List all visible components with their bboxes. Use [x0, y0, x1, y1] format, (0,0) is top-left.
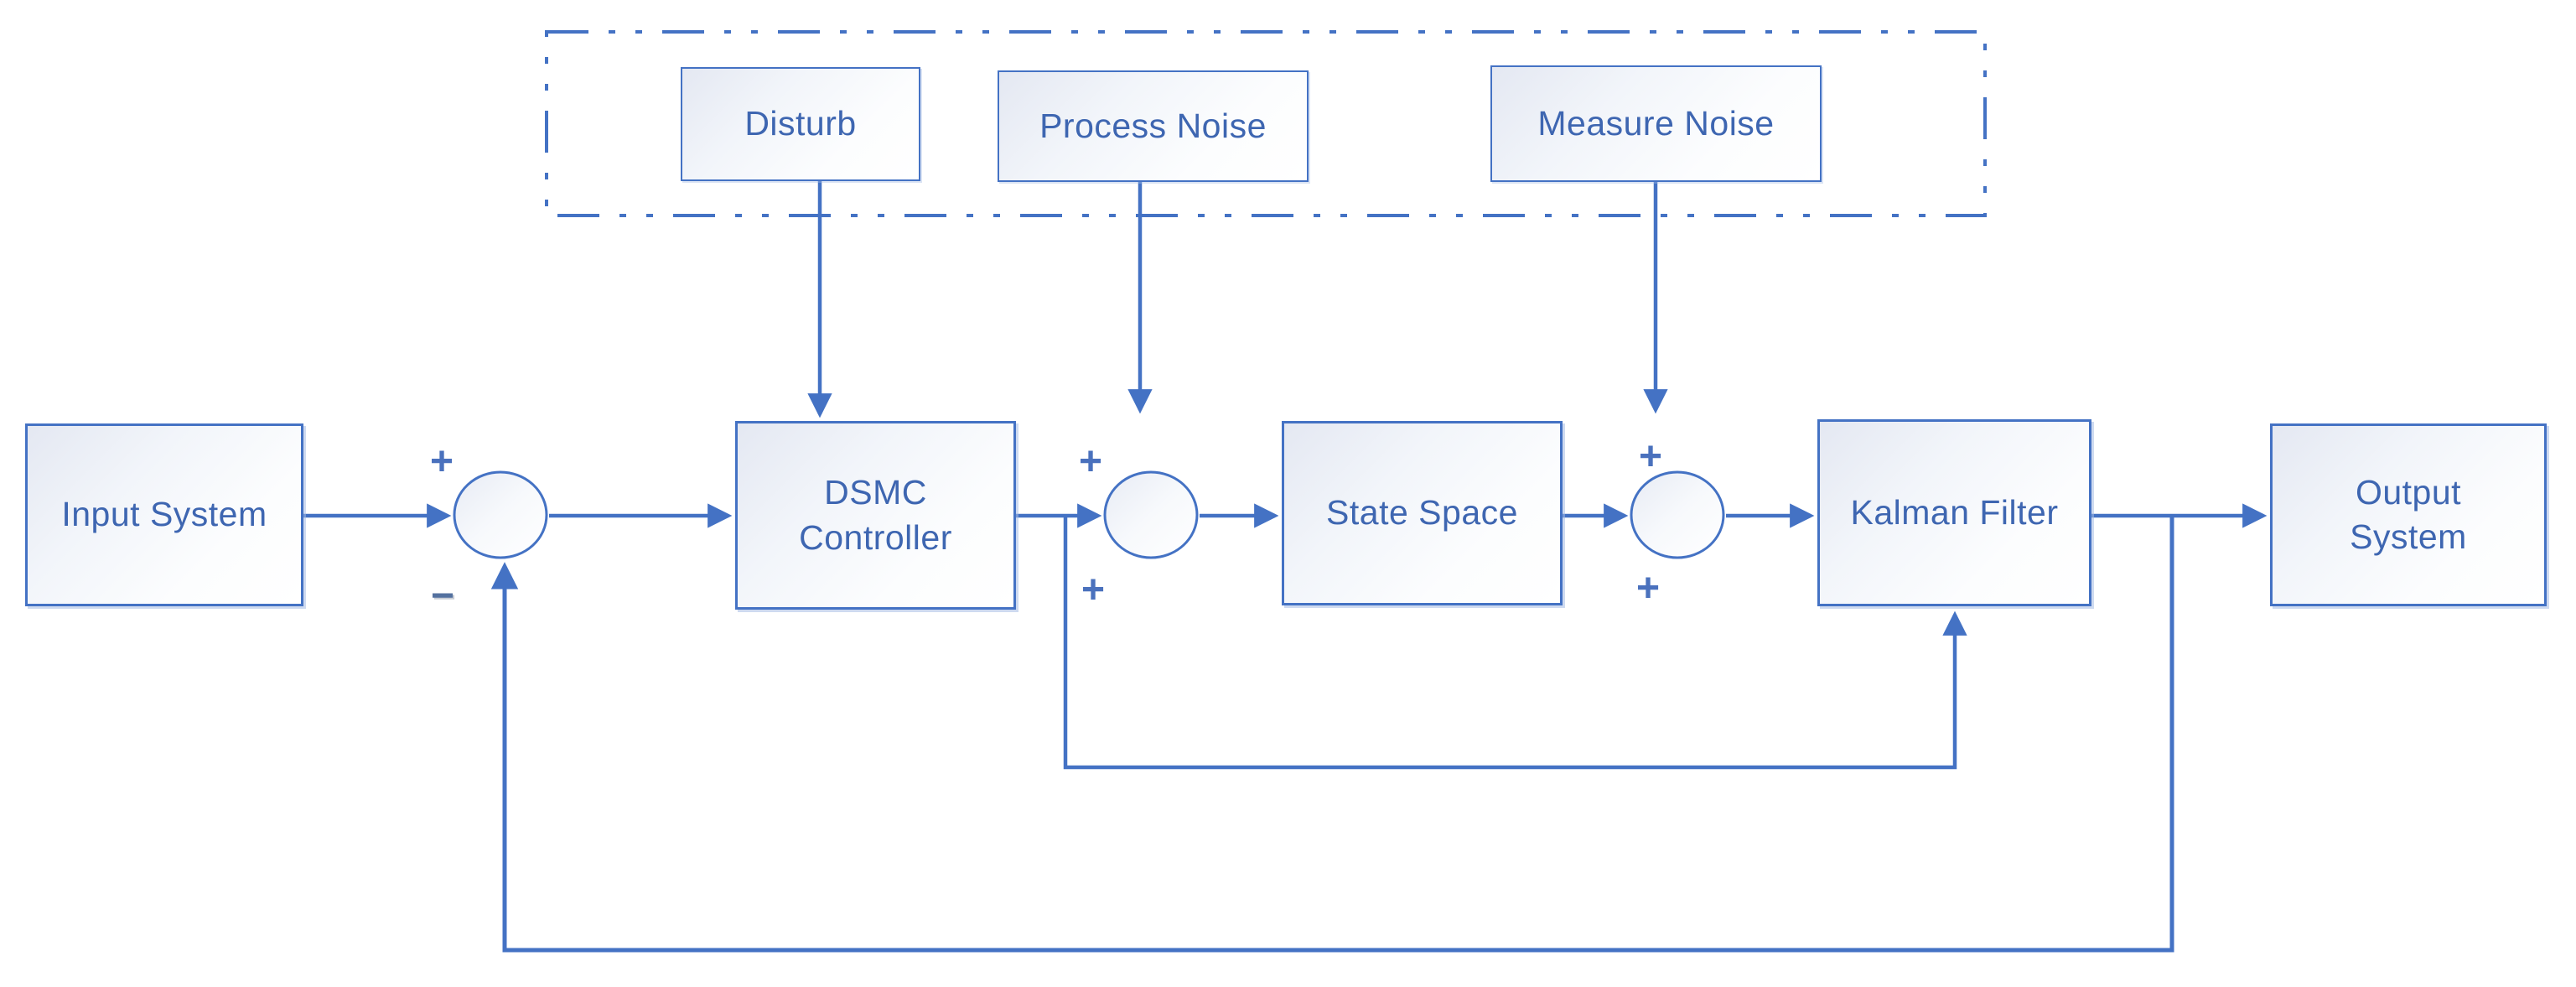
block-output-system-label: Output System — [2350, 472, 2467, 556]
wire-output-feedback-to-sum1 — [490, 516, 2174, 953]
block-input-system: Input System — [25, 423, 303, 606]
plus-sign-sum-measure-bottom: + — [1635, 566, 1661, 610]
block-disturb-label: Disturb — [744, 104, 857, 143]
block-dsmc-controller: DSMC Controller — [735, 421, 1016, 610]
noise-group-frame — [545, 30, 1987, 217]
plus-sign-sum-process-top: + — [1078, 439, 1103, 484]
minus-sign-sum-error: − — [430, 574, 455, 618]
block-measure-noise: Measure Noise — [1490, 65, 1822, 182]
plus-sign-sum-measure-top: + — [1638, 434, 1663, 479]
wire-dsmc-feedback-to-kalman — [1063, 516, 1967, 770]
summing-junction-process-noise — [1103, 470, 1199, 559]
block-kalman-filter-label: Kalman Filter — [1850, 492, 2059, 532]
summing-junction-measure-noise — [1630, 470, 1725, 559]
block-kalman-filter: Kalman Filter — [1817, 419, 2091, 606]
plus-sign-sum-process-bottom: + — [1081, 568, 1106, 612]
block-state-space: State Space — [1282, 421, 1563, 605]
block-dsmc-controller-label: DSMC Controller — [799, 473, 952, 557]
block-disturb: Disturb — [681, 67, 920, 181]
plus-sign-sum-error: + — [429, 439, 454, 484]
block-process-noise-label: Process Noise — [1039, 106, 1267, 145]
block-process-noise: Process Noise — [998, 70, 1309, 182]
block-input-system-label: Input System — [61, 495, 267, 534]
block-output-system: Output System — [2270, 423, 2547, 606]
block-state-space-label: State Space — [1326, 493, 1518, 532]
block-measure-noise-label: Measure Noise — [1537, 103, 1775, 143]
summing-junction-error — [453, 470, 548, 559]
